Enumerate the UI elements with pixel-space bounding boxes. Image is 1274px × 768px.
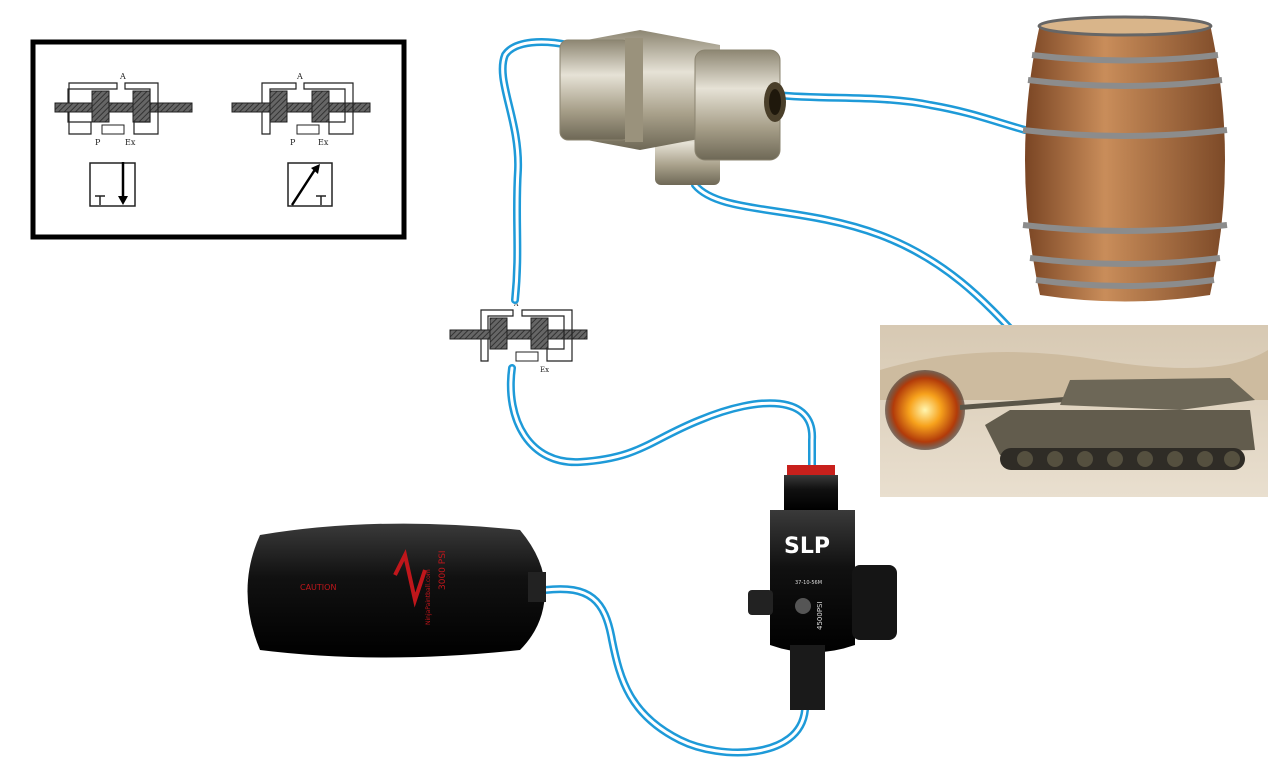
wooden-barrel bbox=[1022, 15, 1228, 302]
valve-closed-schematic: A P Ex bbox=[54, 72, 193, 207]
hose-valve-to-regulator bbox=[506, 364, 817, 472]
regulator-brand: SLP bbox=[784, 534, 830, 559]
middle-valve-schematic: A Ex bbox=[449, 301, 588, 374]
regulator-model: 37-10-56M bbox=[795, 580, 822, 586]
air-hoses bbox=[498, 38, 1109, 757]
valve-schematic-box: A P Ex A P Ex bbox=[30, 39, 407, 240]
port-p-label: P bbox=[95, 138, 101, 147]
slp-regulator: SLP 37-10-56M 4500PSI bbox=[748, 465, 897, 710]
regulator-rating: 4500PSI bbox=[816, 601, 824, 630]
port-ex-label: Ex bbox=[540, 366, 549, 374]
port-a-label: A bbox=[296, 72, 303, 81]
port-ex-label: Ex bbox=[318, 138, 329, 147]
port-a-label: A bbox=[119, 72, 126, 81]
check-valve-fitting bbox=[559, 30, 786, 185]
valve-open-schematic: A P Ex bbox=[231, 72, 371, 207]
open-symbol-icon bbox=[287, 162, 333, 207]
bottle-pressure: 3000 PSI bbox=[438, 550, 448, 590]
port-a-label: A bbox=[513, 301, 519, 308]
hose-regulator-to-bottle bbox=[541, 585, 809, 757]
port-ex-label: Ex bbox=[125, 138, 136, 147]
bottle-website: NinjaPaintball.com bbox=[425, 569, 432, 625]
bottle-caution: CAUTION bbox=[300, 583, 336, 592]
hose-valve-to-fitting bbox=[498, 38, 572, 304]
port-p-label: P bbox=[290, 138, 296, 147]
firing-tank-photo bbox=[880, 325, 1268, 497]
compressed-air-bottle: CAUTION 3000 PSI NinjaPaintball.com bbox=[247, 523, 546, 658]
hose-fitting-to-barrel bbox=[771, 91, 1029, 134]
closed-symbol-icon bbox=[89, 162, 136, 207]
